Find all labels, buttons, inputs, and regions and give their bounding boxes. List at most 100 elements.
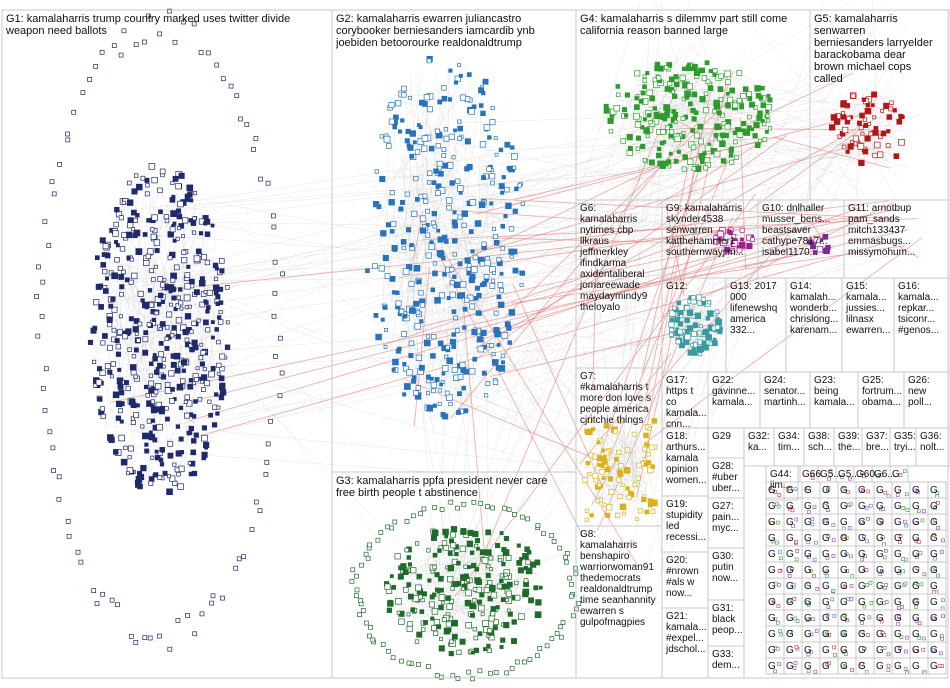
node-g1: [149, 388, 155, 394]
node-g2: [469, 230, 473, 234]
node-g4: [687, 84, 693, 90]
small-group-label: G: [786, 517, 794, 528]
node-g2: [453, 275, 457, 279]
node-g2: [402, 86, 407, 91]
node-g4: [702, 76, 707, 81]
group-label-g4: california reason banned large: [580, 25, 728, 37]
small-group-label: G: [786, 581, 794, 592]
node-g7: [647, 452, 651, 456]
node-g3-ring: [381, 643, 385, 647]
node-g1: [119, 216, 123, 220]
node-g4: [681, 117, 685, 121]
node-g2: [433, 404, 437, 408]
node-g4: [669, 152, 672, 155]
node-g7: [629, 491, 632, 494]
node-g2: [433, 225, 436, 228]
node-g1: [150, 269, 154, 273]
group-label-g18: women...: [665, 475, 707, 486]
node-g3: [385, 584, 390, 589]
small-group-label: G: [822, 613, 830, 624]
node-g1: [213, 263, 218, 268]
node-g3-ring: [439, 675, 443, 679]
node-g4: [761, 103, 766, 108]
node-small: [938, 665, 941, 668]
node-g7: [614, 457, 618, 461]
node-g4: [753, 134, 758, 139]
group-label-g32: ka...: [748, 442, 767, 453]
node-g4: [643, 75, 646, 78]
node-g7: [648, 499, 653, 504]
node-g9: [747, 243, 753, 249]
node-g1: [172, 481, 177, 486]
node-g3-ring: [393, 520, 397, 524]
node-g4: [744, 130, 750, 136]
node-g3: [460, 575, 466, 581]
node-g3: [535, 612, 541, 618]
node-g1-ring: [95, 602, 99, 606]
node-g5: [858, 144, 864, 150]
node-g2: [458, 64, 461, 67]
node-g1: [151, 419, 155, 423]
small-group-label: G: [876, 581, 884, 592]
node-g7: [635, 517, 638, 520]
node-small: [848, 526, 851, 529]
node-g3: [502, 562, 506, 566]
node-g1: [191, 439, 196, 444]
node-g12: [692, 348, 696, 352]
node-g7: [586, 461, 590, 465]
node-g3: [407, 613, 410, 616]
node-g4: [721, 159, 726, 164]
small-group-label: G: [768, 549, 776, 560]
node-g1: [100, 407, 104, 411]
small-group-label: G: [894, 485, 902, 496]
node-g4: [641, 144, 645, 148]
node-g1: [141, 176, 145, 180]
group-label-g6: nytimes cbp: [580, 225, 634, 236]
node-g3: [443, 529, 449, 535]
node-g1: [142, 433, 148, 439]
node-g1-ring: [273, 291, 277, 295]
node-g1: [171, 211, 177, 217]
small-group-label: G: [894, 501, 902, 512]
node-g1: [115, 257, 120, 262]
node-g3: [486, 573, 490, 577]
node-g1: [112, 273, 118, 279]
node-g1: [201, 350, 206, 355]
node-g1: [225, 285, 229, 289]
node-g2: [373, 201, 379, 207]
node-small: [794, 488, 797, 491]
node-g1: [149, 434, 155, 440]
node-g1: [218, 320, 223, 325]
node-g1: [217, 372, 220, 375]
node-small: [849, 555, 852, 558]
node-g1: [118, 384, 123, 389]
node-g2: [462, 211, 468, 217]
group-label-g18: arthurs...: [666, 442, 705, 453]
node-g1: [219, 376, 224, 381]
node-g3: [526, 560, 530, 564]
group-label-g35: G35:: [894, 431, 916, 442]
node-g7: [615, 513, 620, 518]
group-label-g18: G18:: [666, 431, 688, 442]
node-g1: [196, 249, 201, 254]
node-g3: [473, 599, 476, 602]
small-group-label: G: [930, 533, 938, 544]
node-g1: [127, 181, 131, 185]
node-g5: [884, 103, 889, 108]
node-g7: [605, 467, 610, 472]
node-small: [778, 570, 781, 573]
node-g1: [176, 317, 182, 323]
group-label-g13: 000: [730, 292, 747, 303]
node-g1: [205, 219, 210, 224]
node-g4: [674, 159, 678, 163]
node-g5: [868, 122, 871, 125]
node-g2: [414, 391, 419, 396]
node-g4: [757, 115, 763, 121]
node-g3-ring: [478, 669, 482, 673]
node-small: [795, 518, 798, 521]
node-g1: [132, 228, 135, 231]
node-g2: [450, 181, 455, 186]
node-g2: [482, 176, 486, 180]
node-g2: [486, 382, 490, 386]
group-label-g28: #uber: [712, 472, 738, 483]
